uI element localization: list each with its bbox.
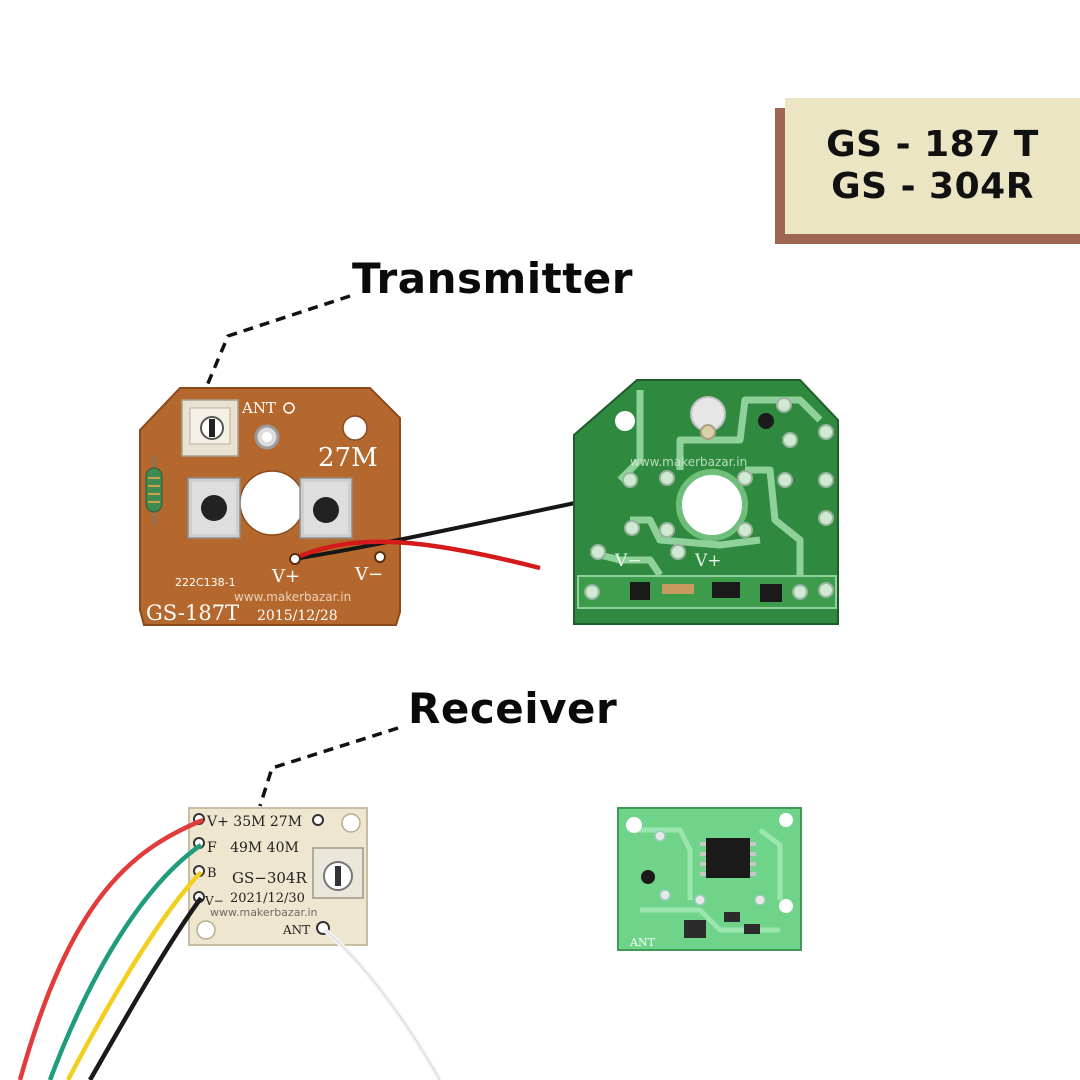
rx-line1-label: V+ 35M 27M	[206, 814, 302, 830]
tx-watermark: www.makerbazar.in	[234, 590, 351, 604]
tx-frequency-label: 27M	[318, 443, 378, 473]
label-front: GS - 187 T GS - 304R	[785, 98, 1080, 234]
push-button-right	[299, 477, 353, 539]
transmitter-heading: Transmitter	[352, 254, 634, 303]
rx-antenna-wire	[323, 928, 443, 1080]
push-button-left	[187, 477, 241, 539]
inductor-component	[145, 455, 163, 525]
transmitter-board-back: www.makerbazar.in V− V+	[573, 379, 839, 625]
tx-vminus-label: V−	[354, 564, 383, 585]
rx-green-wire	[47, 843, 203, 1080]
tx-date-label: 2015/12/28	[257, 608, 338, 624]
rx-red-wire	[17, 817, 204, 1080]
rx-model-label: GS−304R	[232, 869, 307, 887]
tx-vplus-label: V+	[271, 566, 300, 587]
transmitter-pointer-line	[204, 294, 351, 389]
tx-back-watermark: www.makerbazar.in	[630, 455, 747, 469]
rx-date-label: 2021/12/30	[230, 891, 305, 906]
tx-red-wire	[299, 539, 541, 571]
tx-back-vplus-label: V+	[694, 551, 722, 571]
receiver-board-back: ANT	[617, 807, 802, 951]
tx-ant-label: ANT	[241, 399, 276, 417]
rx-back-ant-label: ANT	[629, 936, 656, 949]
tx-black-wire	[299, 501, 576, 560]
label-line-transmitter-model: GS - 187 T	[826, 124, 1039, 165]
receiver-heading: Receiver	[408, 684, 618, 733]
rx-yellow-wire	[66, 870, 203, 1080]
receiver-board-front: V+ 35M 27M F 49M 40M B GS−304R 2021/12/3…	[188, 807, 368, 946]
rx-watermark: www.makerbazar.in	[210, 906, 318, 919]
rx-line2-label: F 49M 40M	[207, 840, 299, 856]
receiver-pointer-line	[258, 726, 399, 807]
rx-black-wire	[88, 896, 203, 1080]
transmitter-board-front: ANT 27M 222C138-1 V+ V− www.makerbazar.i…	[139, 387, 401, 626]
rx-vminus-label: V−	[204, 894, 224, 908]
tx-board-code: 222C138-1	[175, 576, 236, 589]
label-line-receiver-model: GS - 304R	[831, 166, 1034, 207]
rx-ant-label: ANT	[282, 923, 310, 937]
model-label-box: GS - 187 T GS - 304R	[775, 98, 1080, 244]
tx-model-label: GS-187T	[146, 601, 239, 625]
rx-pin-b-label: B	[207, 866, 217, 881]
tx-back-vminus-label: V−	[614, 551, 642, 571]
